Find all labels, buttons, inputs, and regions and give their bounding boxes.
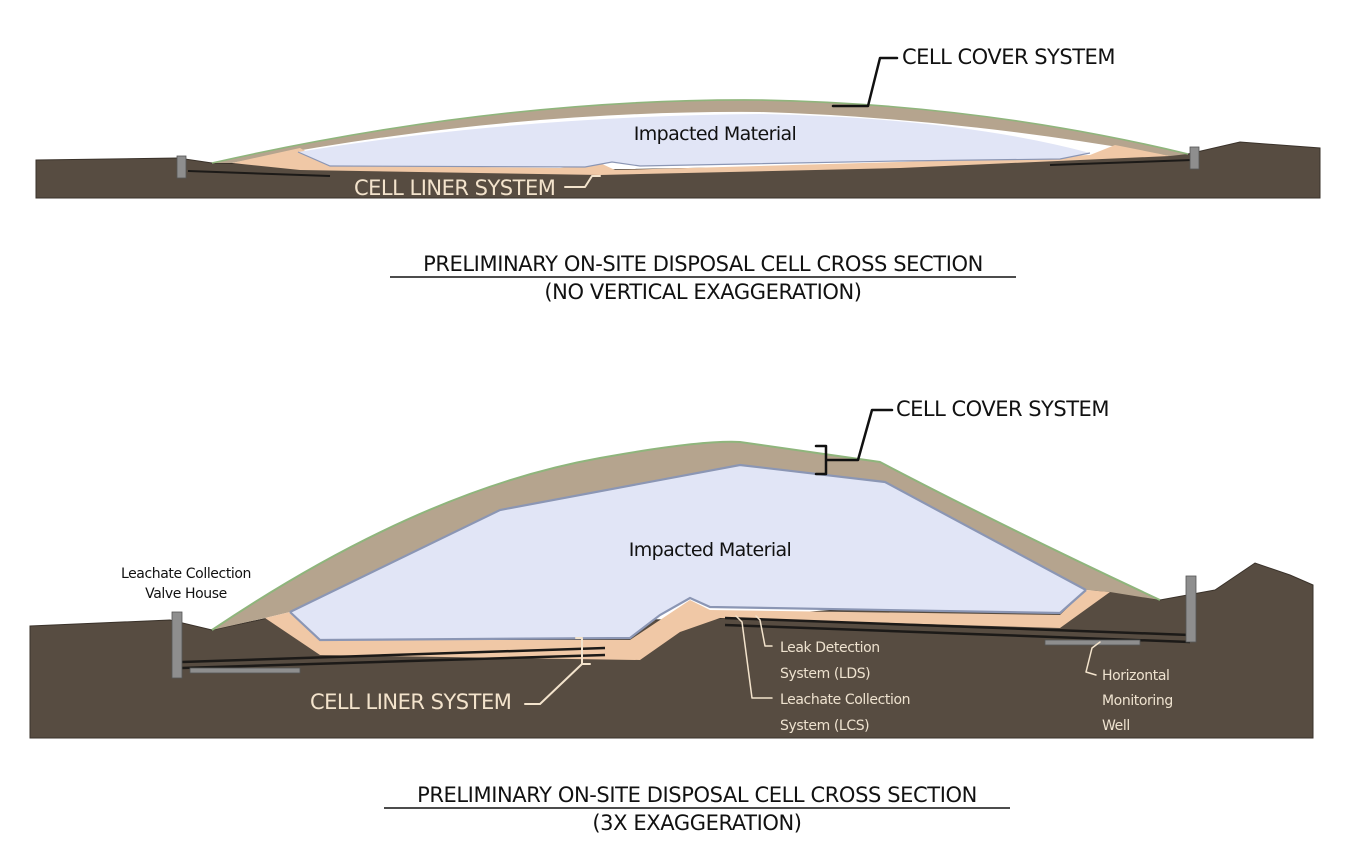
bottom-monitoring-plate-left xyxy=(189,667,301,674)
top-pipe-right xyxy=(1049,159,1193,166)
bottom-cover-label: CELL COVER SYSTEM xyxy=(896,397,1109,421)
top-subtitle: (NO VERTICAL EXAGGERATION) xyxy=(544,280,861,304)
bottom-pipe-right-b xyxy=(724,623,1191,644)
bottom-liner-label: CELL LINER SYSTEM xyxy=(310,690,511,714)
top-cover-leader xyxy=(831,56,899,108)
valve-house-label: Leachate Collection Valve House xyxy=(121,566,252,602)
svg-text:Monitoring: Monitoring xyxy=(1102,693,1173,709)
top-cross-section: CELL COVER SYSTEM Impacted Material CELL… xyxy=(35,45,1321,304)
top-pipe-left xyxy=(187,170,331,177)
bottom-liner-leader xyxy=(524,637,591,705)
bottom-material-label: Impacted Material xyxy=(629,539,792,561)
bottom-cover-leader xyxy=(814,408,894,476)
top-liner-sand xyxy=(232,145,1170,175)
top-cover-vegetation xyxy=(211,99,1189,164)
top-impacted-material xyxy=(298,114,1090,167)
bottom-mw-leader xyxy=(1085,641,1101,676)
svg-text:Well: Well xyxy=(1102,718,1130,734)
bottom-cover-vegetation xyxy=(211,440,1161,631)
bottom-cover-soil xyxy=(212,441,1160,630)
bottom-impacted-material xyxy=(290,465,1086,640)
top-cover-label: CELL COVER SYSTEM xyxy=(902,45,1115,69)
bottom-liner-sand xyxy=(265,590,1110,660)
svg-text:Leachate Collection: Leachate Collection xyxy=(121,566,251,582)
top-valve-house-right xyxy=(1189,146,1200,170)
monitoring-well-label: Horizontal Monitoring Well xyxy=(1102,668,1173,734)
top-material-label: Impacted Material xyxy=(634,123,797,145)
top-liner-membrane xyxy=(297,151,1091,168)
svg-text:Leachate Collection: Leachate Collection xyxy=(780,692,910,708)
bottom-pipe-right-a xyxy=(724,616,1191,637)
bottom-monitoring-plate-right xyxy=(1044,639,1141,646)
svg-text:Leak Detection: Leak Detection xyxy=(780,640,880,656)
bottom-valve-house-right xyxy=(1185,575,1197,643)
top-title: PRELIMINARY ON-SITE DISPOSAL CELL CROSS … xyxy=(423,252,983,276)
bottom-liner-membrane xyxy=(289,463,1087,642)
bottom-pipe-left-b xyxy=(181,653,606,670)
top-liner-label: CELL LINER SYSTEM xyxy=(354,176,555,200)
lds-label: Leak Detection System (LDS) xyxy=(780,640,880,682)
svg-text:System (LCS): System (LCS) xyxy=(780,718,869,734)
bottom-lcs-leader xyxy=(735,615,773,699)
svg-text:Horizontal: Horizontal xyxy=(1102,668,1169,684)
bottom-title: PRELIMINARY ON-SITE DISPOSAL CELL CROSS … xyxy=(417,783,977,807)
top-valve-house-left xyxy=(176,155,187,179)
svg-text:Valve House: Valve House xyxy=(145,586,227,602)
bottom-pipe-left-a xyxy=(181,646,606,664)
lcs-label: Leachate Collection System (LCS) xyxy=(780,692,911,734)
bottom-cross-section: CELL COVER SYSTEM Impacted Material CELL… xyxy=(29,397,1314,835)
bottom-subtitle: (3X EXAGGERATION) xyxy=(592,811,801,835)
bottom-lds-leader xyxy=(755,615,773,647)
top-cover-soil xyxy=(212,99,1188,163)
top-liner-leader xyxy=(564,175,601,188)
svg-text:System (LDS): System (LDS) xyxy=(780,666,870,682)
bottom-valve-house-left xyxy=(171,611,183,679)
